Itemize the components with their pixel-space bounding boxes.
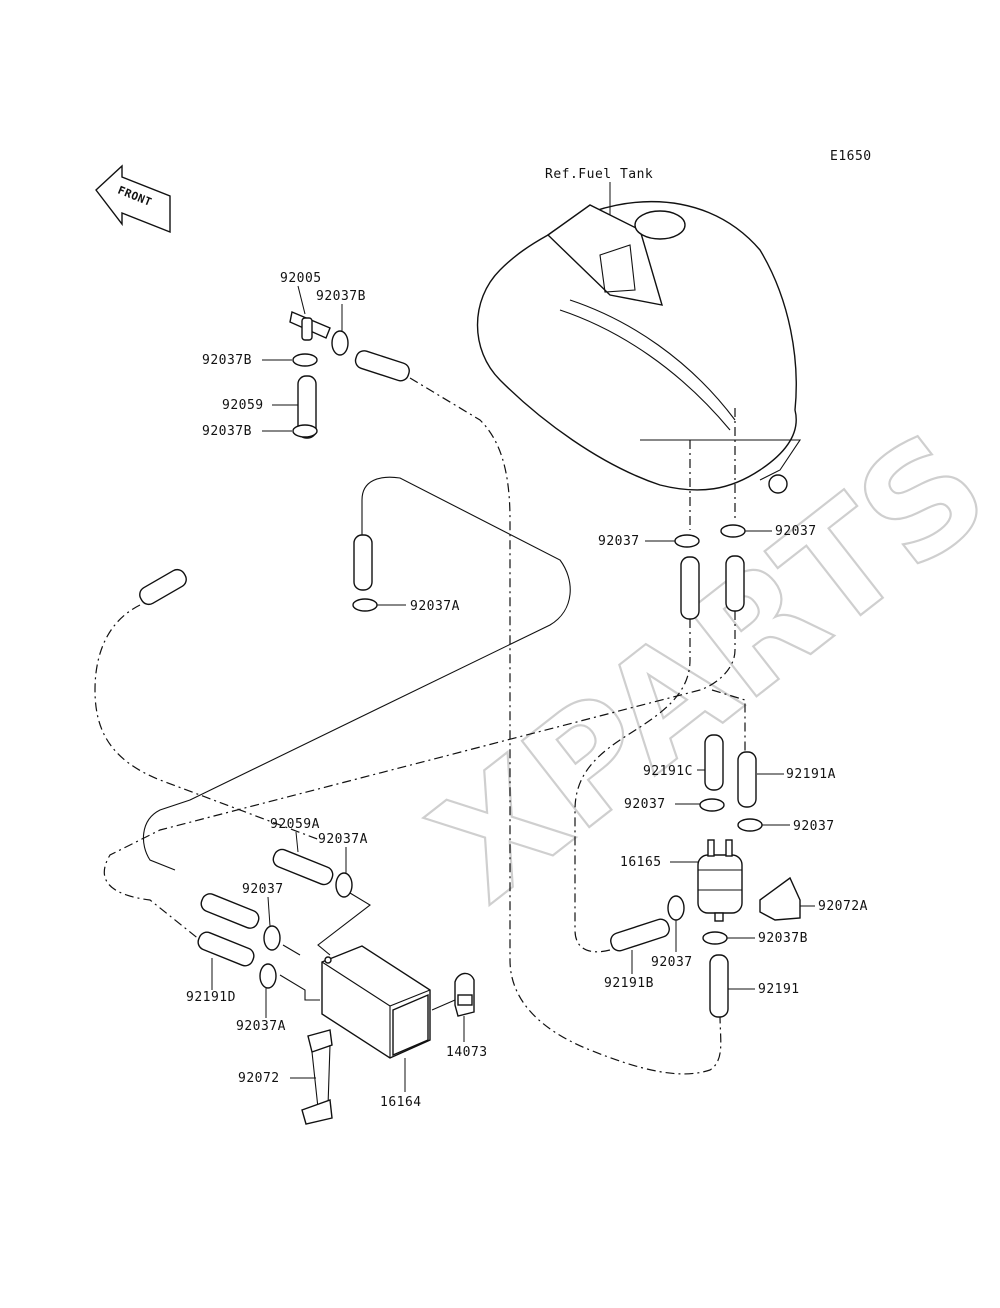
hose-tank-right (725, 555, 745, 612)
hose-92191D (197, 931, 255, 967)
fuel-filter-16165 (697, 839, 743, 922)
clamp-92037-bottom (667, 895, 685, 921)
label-92037-can: 92037 (242, 882, 284, 897)
label-92191B: 92191B (604, 976, 654, 991)
clamp-92037B-top (331, 330, 349, 356)
clamp-92037B-filter (702, 931, 728, 945)
label-92059: 92059 (222, 398, 264, 413)
fuel-tank (476, 201, 802, 494)
label-92191D: 92191D (186, 990, 236, 1005)
clamp-92037A-can (335, 872, 353, 898)
clamp-92037-tank-right (720, 524, 746, 538)
hose-92191B (610, 918, 670, 952)
hose-mid-left (353, 534, 373, 591)
label-92037B-low: 92037B (202, 424, 252, 439)
label-92037-tank-right: 92037 (775, 524, 817, 539)
hose-92059-top-right (354, 350, 410, 382)
label-92037A-can: 92037A (318, 832, 368, 847)
label-92037A-mid: 92037A (410, 599, 460, 614)
label-92037A-low: 92037A (236, 1019, 286, 1034)
clamp-92037A-mid (352, 598, 378, 612)
label-92037-filter-right: 92037 (793, 819, 835, 834)
hose-92059A (272, 848, 334, 886)
label-92037-filter-left: 92037 (624, 797, 666, 812)
clamp-92037-tank-left (674, 534, 700, 548)
clamp-92037-filter-left (699, 798, 725, 812)
hose-92191A (737, 751, 757, 808)
clamp-92037B-low (292, 424, 318, 438)
label-14073: 14073 (446, 1045, 488, 1060)
label-92072A: 92072A (818, 899, 868, 914)
t-fitting-92005 (289, 311, 331, 341)
hose-far-left (139, 568, 187, 606)
label-16164: 16164 (380, 1095, 422, 1110)
clamp-92037B-left (292, 353, 318, 367)
clamp-92037A-low (259, 963, 277, 989)
front-arrow-icon: FRONT (95, 164, 171, 234)
label-92037B-top: 92037B (316, 289, 366, 304)
label-92037-bottom: 92037 (651, 955, 693, 970)
diagram-code-text: E1650 (830, 149, 872, 164)
strap-92072 (301, 1029, 333, 1125)
label-ref-fuel-tank: Ref.Fuel Tank (545, 167, 653, 182)
label-92072: 92072 (238, 1071, 280, 1086)
label-92037B-filter: 92037B (758, 931, 808, 946)
hose-92191 (709, 954, 729, 1018)
label-92059A: 92059A (270, 817, 320, 832)
label-92191: 92191 (758, 982, 800, 997)
canister-16164 (321, 945, 431, 1059)
hose-92059 (297, 375, 317, 439)
clamp-92037-filter-right (737, 818, 763, 832)
cap-14073 (454, 972, 475, 1017)
label-92005: 92005 (280, 271, 322, 286)
label-92037-tank-left: 92037 (598, 534, 640, 549)
hose-left-upper (200, 893, 260, 929)
label-16165: 16165 (620, 855, 662, 870)
label-92191A: 92191A (786, 767, 836, 782)
label-92037B-left: 92037B (202, 353, 252, 368)
label-92191C: 92191C (643, 764, 693, 779)
hose-tank-left (680, 556, 700, 620)
clamp-92037-can (263, 925, 281, 951)
bracket-92072A (759, 876, 801, 921)
hose-92191C (704, 734, 724, 791)
